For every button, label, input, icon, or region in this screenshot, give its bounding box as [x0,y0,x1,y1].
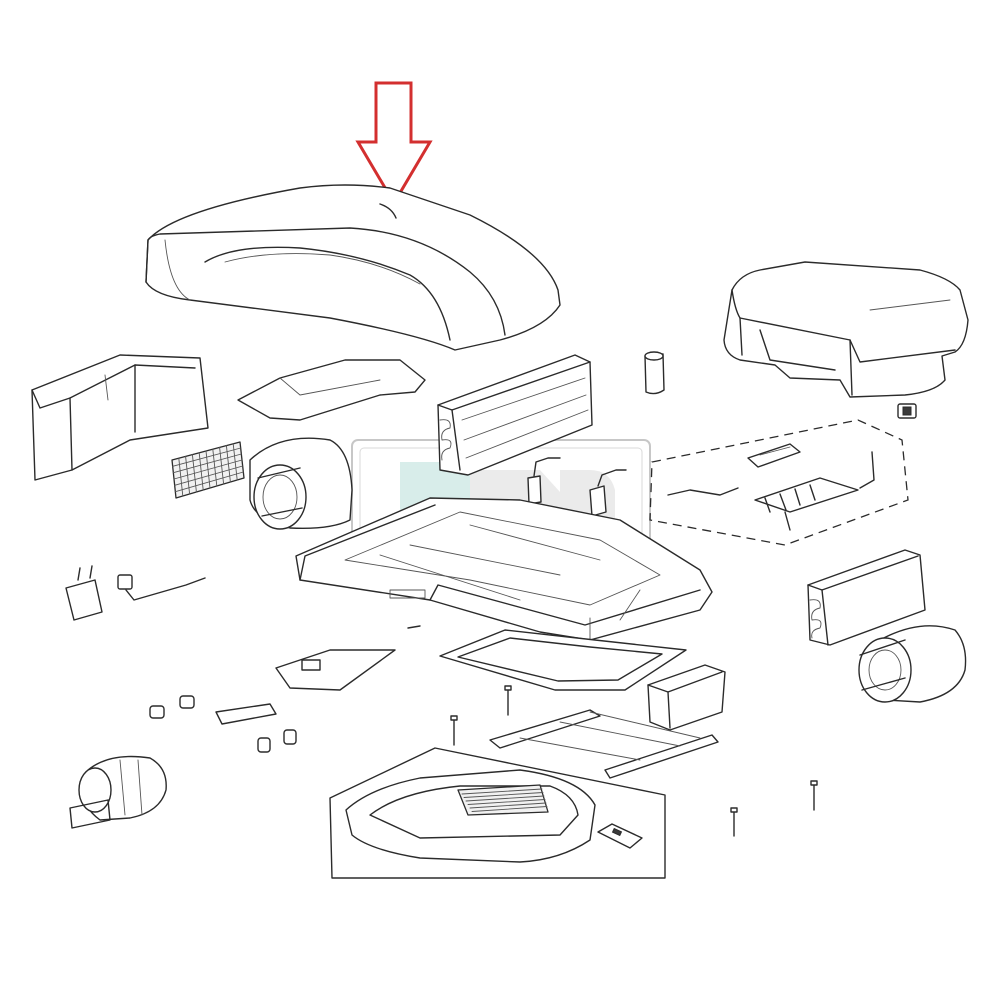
air-filter-grille[interactable] [171,441,245,499]
blower-housing-left[interactable] [249,437,353,530]
slide-rail-assembly[interactable] [489,709,719,779]
remote-control[interactable] [597,823,643,849]
screw-2[interactable] [504,685,512,716]
ceiling-gasket[interactable] [439,629,687,691]
screw-5[interactable] [407,625,421,629]
connector-fuse-1[interactable] [527,457,561,505]
connector-fuse-2[interactable] [589,469,627,517]
bracket-small[interactable] [215,703,277,725]
terminal-block[interactable] [65,565,103,621]
rocker-switch[interactable] [897,403,917,419]
screw-1[interactable] [450,715,458,746]
screw-3[interactable] [730,807,738,837]
roof-cover-shroud[interactable] [145,184,561,351]
screw-4[interactable] [810,780,818,811]
evaporator-coil[interactable] [437,354,593,476]
blower-shroud-box[interactable] [647,664,726,731]
insulation-plate[interactable] [237,359,426,421]
compressor[interactable] [69,755,167,829]
clip-1[interactable] [149,705,165,719]
outdoor-unit-cover[interactable] [723,261,969,398]
ceiling-unit-inset [329,747,666,879]
rear-panel-bracket[interactable] [31,354,209,481]
blower-fan-right[interactable] [858,625,967,703]
control-board[interactable] [667,443,875,531]
ceiling-distribution-box[interactable] [345,769,596,863]
mounting-plate[interactable] [275,649,396,691]
clip-3[interactable] [257,737,271,753]
clip-2[interactable] [179,695,195,709]
relay[interactable] [117,574,133,590]
highlight-arrow-icon [355,81,433,206]
condenser-coil[interactable] [807,549,926,646]
capacitor[interactable] [644,351,665,395]
base-pan[interactable] [295,497,713,641]
clip-4[interactable] [283,729,297,745]
control-board-callout [649,419,909,546]
wire-harness[interactable] [125,577,206,601]
